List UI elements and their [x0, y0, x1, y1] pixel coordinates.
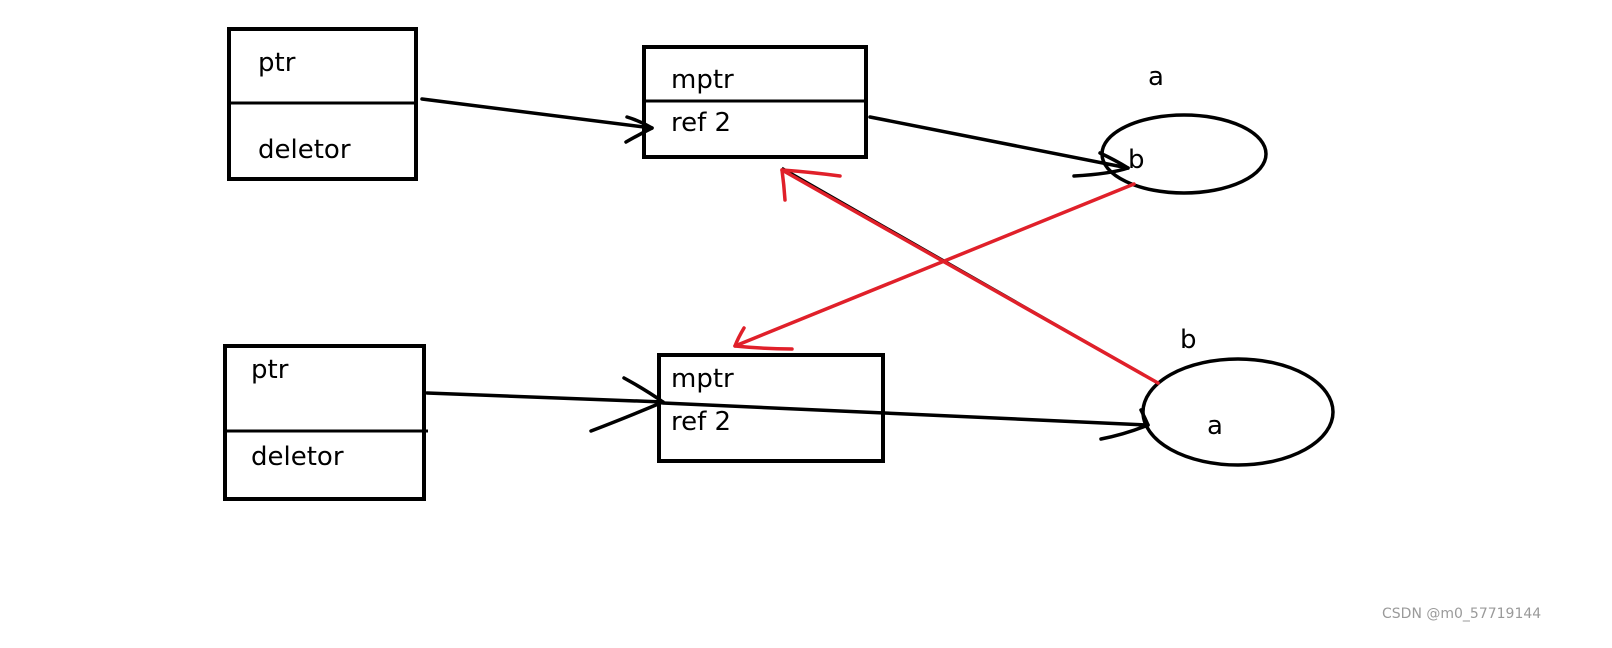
top-mptr-label: mptr	[671, 65, 734, 95]
top-ptr-label: ptr	[258, 48, 296, 78]
top-mptr-arrow-head	[1072, 151, 1130, 178]
top-object: a b	[1100, 62, 1268, 195]
top-ptr-arrow-shaft	[420, 97, 654, 130]
bottom-ptr-label: ptr	[251, 355, 289, 385]
top-mptr-arrow-shaft	[868, 115, 1130, 170]
top-object-name: a	[1148, 62, 1164, 92]
top-ref-count-box: mptr ref 2	[642, 45, 868, 159]
bottom-member-red-shaft	[780, 168, 1160, 385]
bottom-object-ellipse	[1141, 357, 1335, 467]
bottom-shared-ptr-box: ptr deletor	[223, 344, 428, 501]
bottom-mptr-arrow-head	[1099, 408, 1150, 441]
bottom-mptr-arrow-shaft	[661, 401, 1150, 427]
bottom-ref-count-box: mptr ref 2	[657, 353, 885, 463]
bottom-mptr-to-object-arrow	[661, 401, 1150, 441]
top-object-ellipse	[1100, 113, 1268, 195]
bottom-ptr-arrow-head	[589, 376, 665, 433]
bottom-deletor-label: deletor	[251, 442, 344, 472]
top-deletor-label: deletor	[258, 135, 351, 165]
bottom-mptr-label: mptr	[671, 364, 734, 394]
bottom-ptr-arrow-shaft	[425, 391, 665, 404]
top-member-b-to-bottom-ref-arrow	[733, 182, 1136, 351]
top-member-red-head	[733, 326, 794, 351]
top-shared-ptr-box: ptr deletor	[227, 27, 418, 181]
top-member-red-shaft	[733, 182, 1136, 348]
bottom-ptr-to-ref-arrow	[425, 376, 665, 433]
top-mptr-to-object-arrow	[868, 115, 1130, 178]
top-object-member: b	[1128, 145, 1145, 175]
bottom-ref-count-frame	[657, 353, 885, 463]
bottom-object: b a	[1141, 325, 1335, 467]
bottom-object-name: b	[1180, 325, 1197, 355]
bottom-member-red-head	[780, 168, 842, 202]
top-ptr-arrow-head	[624, 115, 654, 144]
bottom-ref-label: ref 2	[671, 407, 731, 437]
bottom-object-member: a	[1207, 411, 1223, 441]
top-ptr-to-ref-arrow	[420, 97, 654, 144]
top-ref-label: ref 2	[671, 108, 731, 138]
watermark: CSDN @m0_57719144	[1382, 606, 1541, 622]
bottom-member-a-to-top-ref-arrow	[780, 168, 1160, 385]
bottom-shared-ptr-frame	[223, 344, 426, 501]
